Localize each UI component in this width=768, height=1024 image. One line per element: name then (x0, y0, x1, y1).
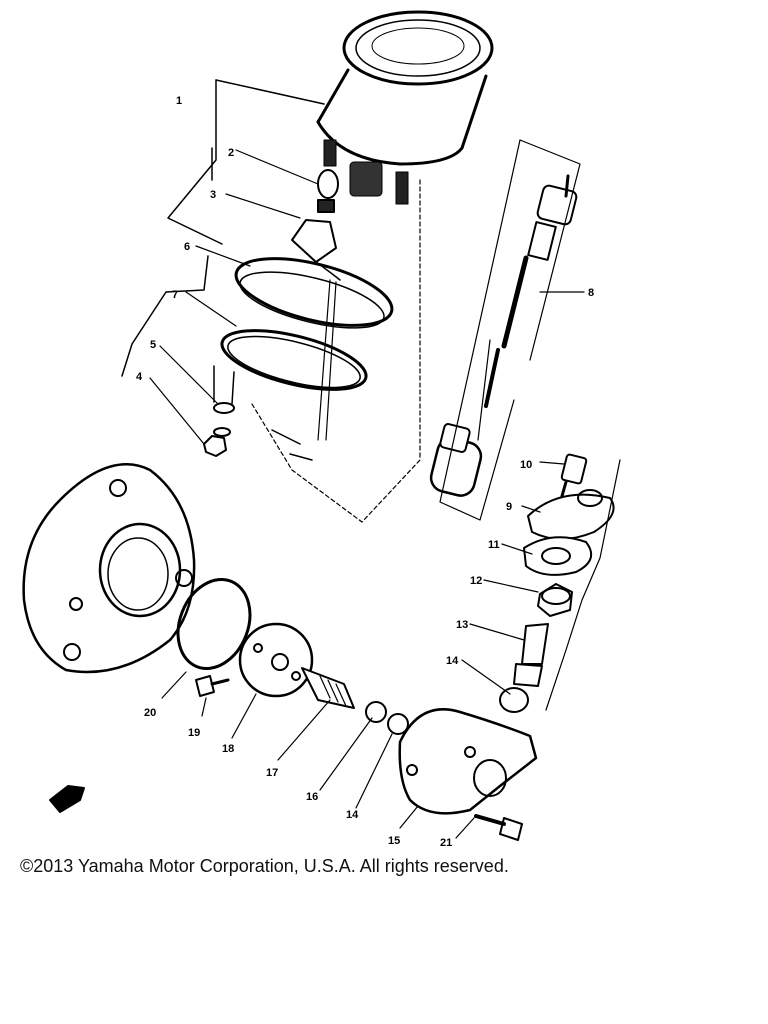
callout-15: 15 (388, 835, 400, 847)
callout-14-upper: 14 (446, 655, 459, 667)
gear-shaft-17 (301, 667, 355, 709)
callout-20: 20 (144, 707, 156, 719)
plate-18 (238, 622, 314, 698)
callout-5: 5 (150, 339, 156, 351)
crankcase-cover (22, 463, 196, 674)
cable-frame (439, 139, 581, 521)
speedometer-gauge (316, 10, 494, 205)
callout-13: 13 (456, 619, 468, 631)
forward-arrow-icon (49, 785, 85, 813)
copyright-notice: ©2013 Yamaha Motor Corporation, U.S.A. A… (20, 856, 509, 876)
gear-housing-15 (398, 708, 538, 815)
callout-2: 2 (228, 147, 234, 159)
callout-17: 17 (266, 767, 278, 779)
washer-16 (365, 701, 387, 723)
bolt-19 (195, 675, 230, 697)
o-ring (176, 577, 252, 671)
callout-8: 8 (588, 287, 594, 299)
callout-3: 3 (210, 189, 216, 201)
callout-12: 12 (470, 575, 482, 587)
washer-14 (387, 713, 409, 735)
bulb-socket (291, 169, 341, 281)
callout-18: 18 (222, 743, 234, 755)
callout-14-lower: 14 (346, 809, 359, 821)
callout-11: 11 (488, 539, 500, 551)
drive-gear-parts (499, 453, 621, 713)
callout-9: 9 (506, 501, 512, 513)
leader-lines (149, 149, 585, 839)
callout-19: 19 (188, 727, 200, 739)
washer-nut (203, 402, 235, 457)
callout-10: 10 (520, 459, 532, 471)
callout-6: 6 (184, 241, 190, 253)
callout-4: 4 (136, 371, 143, 383)
callout-7: 7 (172, 289, 178, 301)
exploded-parts-diagram: 1 2 3 6 7 5 4 8 10 9 11 12 13 14 20 19 1… (22, 10, 621, 849)
assembly-bracket (251, 179, 421, 523)
callout-1: 1 (176, 95, 182, 107)
callout-brackets (121, 79, 325, 377)
gauge-gaskets (213, 257, 394, 461)
callout-16: 16 (306, 791, 318, 803)
speedometer-cable (429, 174, 578, 497)
callout-21: 21 (440, 837, 452, 849)
bolt-21 (474, 814, 523, 841)
